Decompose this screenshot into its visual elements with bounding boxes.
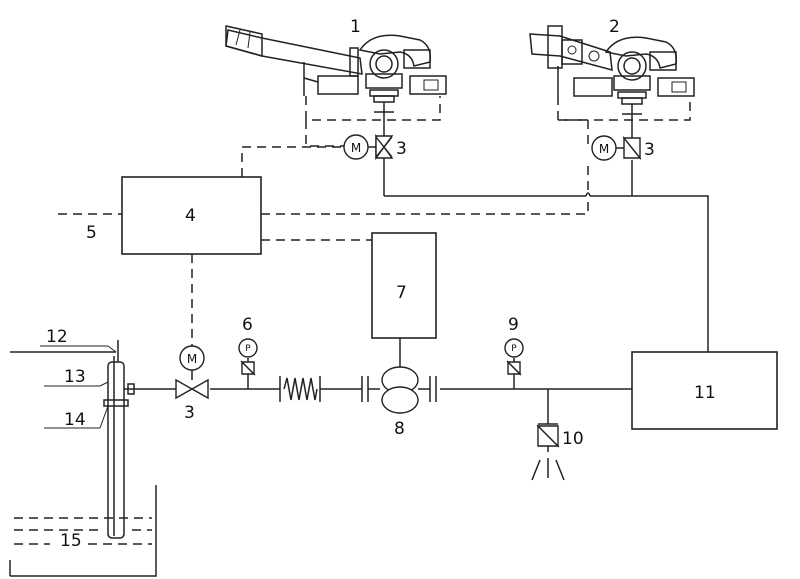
- label-item-15: 15: [60, 531, 82, 551]
- motor-symbol: M: [187, 352, 197, 366]
- label-gauge-9: 9: [508, 315, 519, 335]
- pressure-gauge-9: P: [504, 338, 524, 376]
- label-item-14: 14: [64, 410, 86, 430]
- motorized-valve-3b: M: [591, 135, 642, 161]
- motor-symbol: M: [351, 141, 361, 155]
- pump-8: [361, 366, 437, 414]
- label-signal-5: 5: [86, 223, 97, 243]
- label-item-12: 12: [46, 327, 68, 347]
- suction-assembly: [9, 340, 157, 577]
- label-drain-valve-10: 10: [562, 429, 584, 449]
- label-valve-3c: 3: [184, 403, 195, 423]
- unit-box: [631, 351, 778, 430]
- pressure-symbol: P: [245, 344, 251, 354]
- drain-valve-10: [531, 423, 565, 481]
- label-item-13: 13: [64, 367, 86, 387]
- control-signal-lines: [58, 96, 691, 346]
- motor-symbol: M: [599, 142, 609, 156]
- label-controller-4: 4: [185, 206, 196, 226]
- label-unit-11: 11: [694, 383, 716, 403]
- label-tank-7: 7: [396, 283, 407, 303]
- pressure-symbol: P: [511, 344, 517, 354]
- labels: 1 2 3 3 3 4 5 6 7 8 9 10 11 12 13 14 15: [46, 17, 716, 551]
- motorized-valve-3a: M: [343, 133, 394, 161]
- expansion-joint: [279, 376, 321, 402]
- pressure-gauge-6: P: [238, 338, 258, 376]
- label-valve-3a: 3: [396, 139, 407, 159]
- motorized-valve-3c: M: [175, 345, 209, 400]
- label-valve-3b: 3: [644, 140, 655, 160]
- label-monitor-1: 1: [350, 17, 361, 37]
- tank-box: [371, 232, 437, 339]
- label-gauge-6: 6: [242, 315, 253, 335]
- controller-box: [121, 176, 262, 255]
- water-monitor-2: [529, 25, 695, 115]
- water-monitor-1: [225, 25, 447, 113]
- label-monitor-2: 2: [609, 17, 620, 37]
- label-pump-8: 8: [394, 419, 405, 439]
